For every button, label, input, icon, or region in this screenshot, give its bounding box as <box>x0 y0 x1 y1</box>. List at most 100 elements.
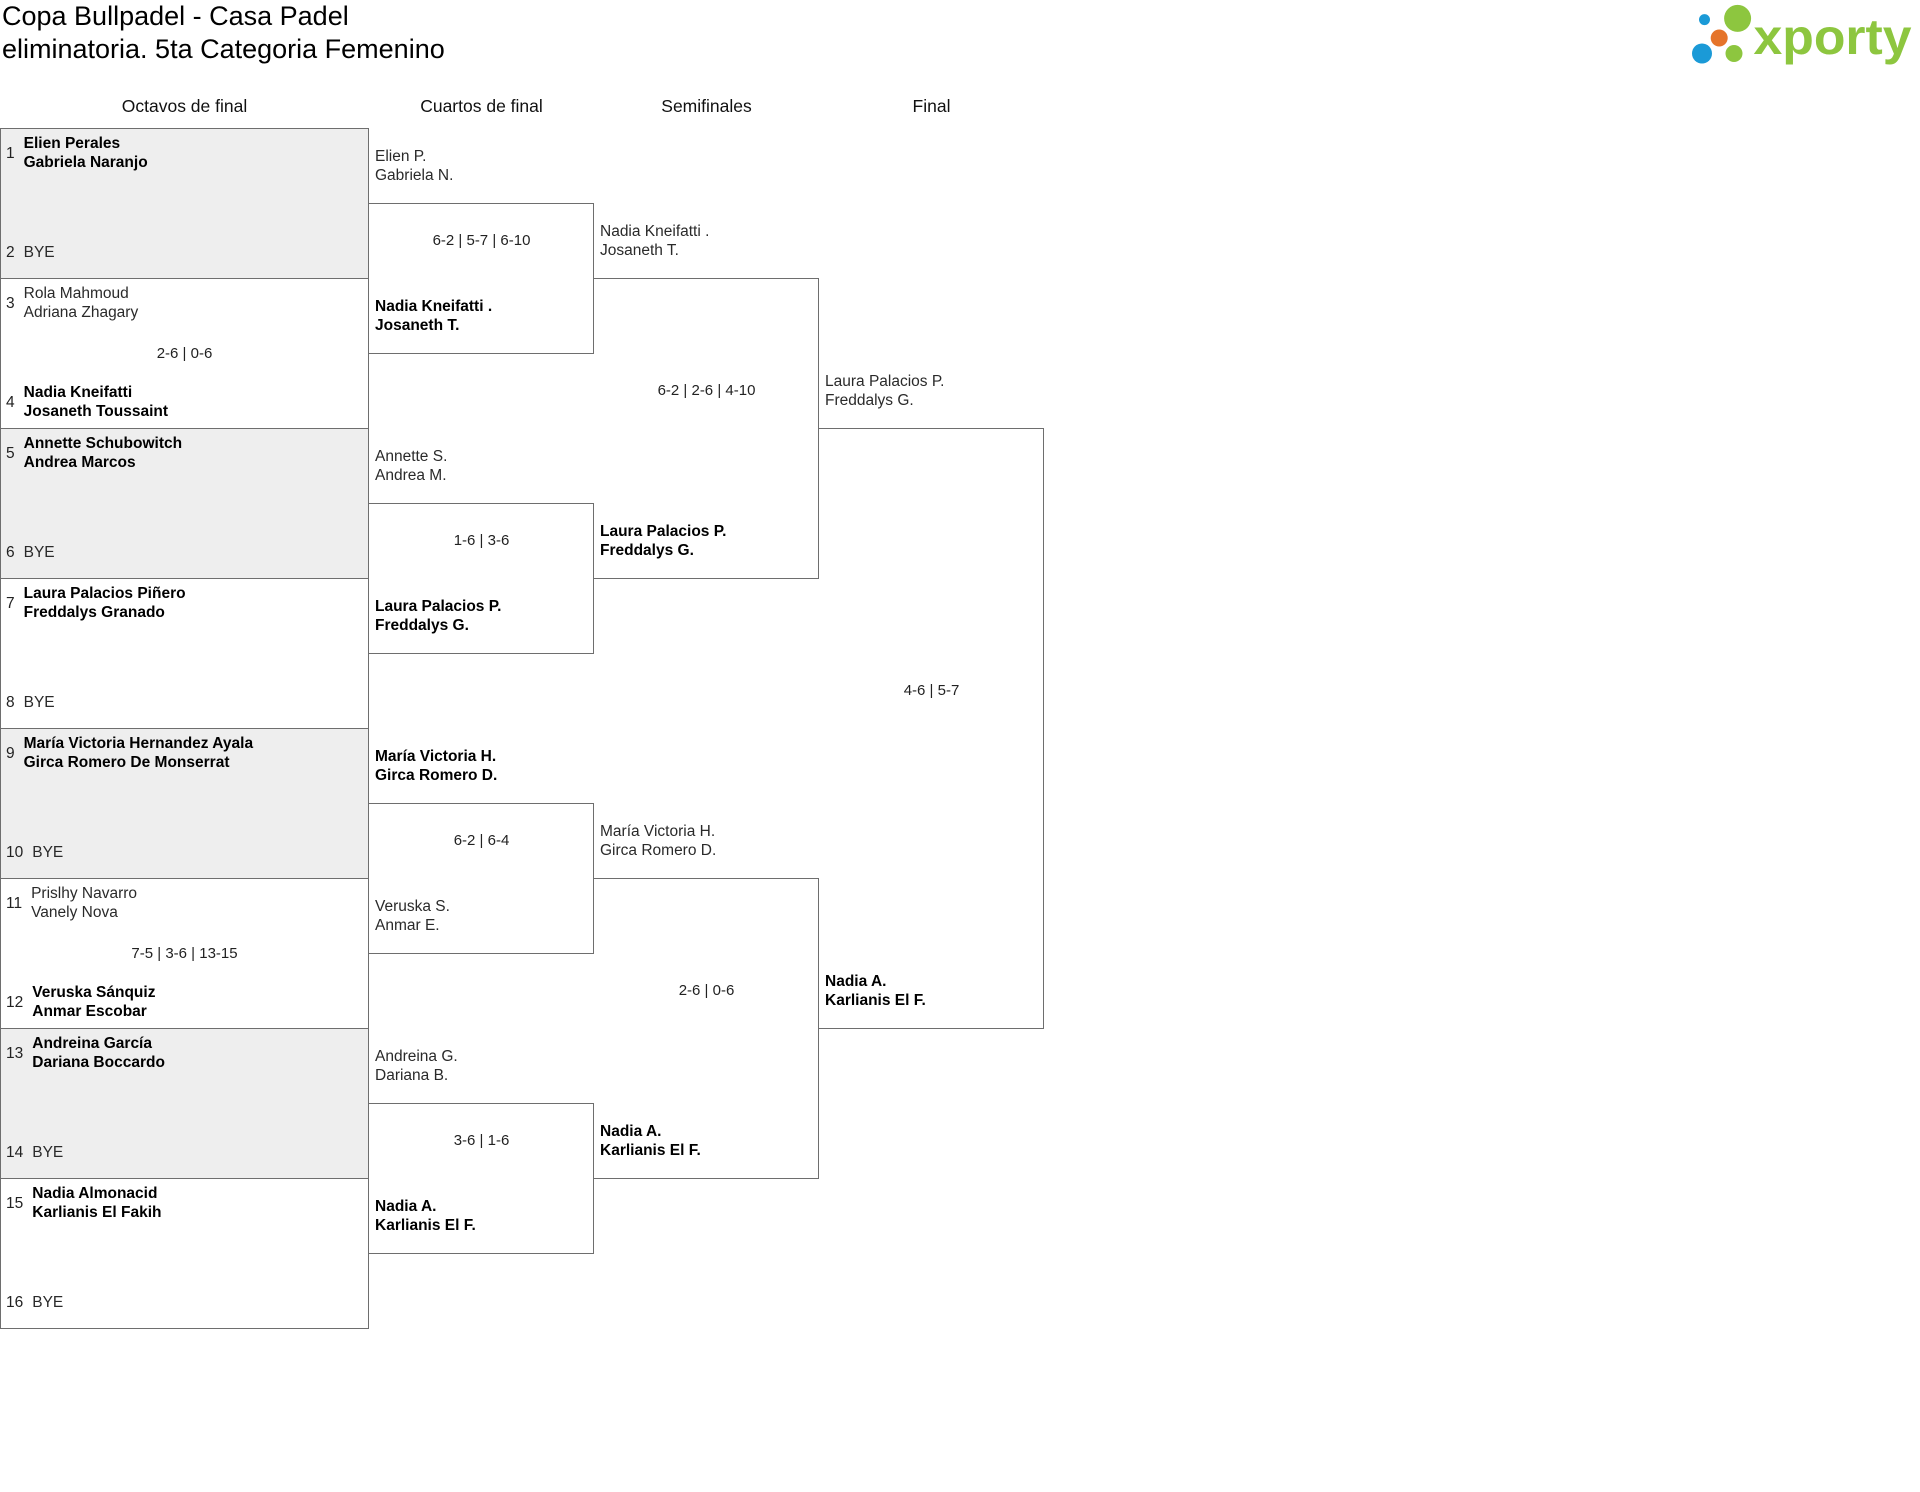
player-name: Karlianis El F. <box>375 1216 476 1234</box>
team-slot: Veruska S.Anmar E. <box>375 897 450 935</box>
match-box <box>0 878 369 1029</box>
match-box <box>819 428 1044 1029</box>
player-name: Freddalys G. <box>375 616 469 634</box>
round-header-semifinales: Semifinales <box>661 96 752 116</box>
match-score: 6-2 | 5-7 | 6-10 <box>432 232 531 249</box>
player-name: BYE <box>32 1143 64 1161</box>
team-slot: Andreina G.Dariana B. <box>375 1047 458 1085</box>
player-name: Josaneth T. <box>375 316 460 334</box>
team-names: BYE <box>32 1293 63 1312</box>
match-box <box>369 203 594 354</box>
team-names: BYE <box>24 243 55 262</box>
player-name: Dariana Boccardo <box>32 1054 165 1071</box>
logo-dot-icon <box>1710 29 1728 47</box>
seed-number: 3 <box>6 294 15 312</box>
team-slot: 6 BYE <box>6 533 55 571</box>
team-names: BYE <box>32 1143 63 1162</box>
match-box <box>369 1103 594 1254</box>
player-name: María Victoria H. <box>375 747 497 765</box>
player-name: Rola Mahmoud <box>23 285 129 302</box>
seed-number: 13 <box>6 1044 24 1062</box>
player-name: Laura Palacios Piñero <box>23 585 186 602</box>
round-header-final: Final <box>912 96 951 116</box>
player-name: Freddalys G. <box>825 391 914 409</box>
team-slot: Nadia A.Karlianis El F. <box>825 972 926 1010</box>
match-box <box>0 128 369 279</box>
player-name: María Victoria Hernandez Ayala <box>23 735 254 752</box>
seed-number: 2 <box>6 243 15 261</box>
team-slot: Elien P.Gabriela N. <box>375 147 453 185</box>
player-name: Andrea M. <box>375 466 447 484</box>
player-name: Girca Romero De Monserrat <box>23 754 230 771</box>
match-box <box>0 428 369 579</box>
player-name: Freddalys Granado <box>23 604 165 621</box>
team-slot: Laura Palacios P.Freddalys G. <box>375 597 501 635</box>
match-box <box>369 503 594 654</box>
player-name: Freddalys G. <box>600 541 694 559</box>
tournament-title: Copa Bullpadel - Casa Padel <box>2 1 349 31</box>
player-name: Annette S. <box>375 447 448 465</box>
seed-number: 15 <box>6 1194 24 1212</box>
match-score: 7-5 | 3-6 | 13-15 <box>131 944 238 962</box>
draw-subtitle: eliminatoria. 5ta Categoria Femenino <box>2 34 445 64</box>
match-score: 6-2 | 2-6 | 4-10 <box>657 382 756 399</box>
player-name: Gabriela Naranjo <box>23 154 148 171</box>
player-name: BYE <box>23 543 55 561</box>
player-name: Adriana Zhagary <box>23 304 139 321</box>
match-box <box>369 803 594 954</box>
seed-number: 1 <box>6 144 15 162</box>
match-score: 4-6 | 5-7 <box>903 682 960 699</box>
player-name: Annette Schubowitch <box>23 435 183 452</box>
player-name: Gabriela N. <box>375 166 454 184</box>
round-header-cuartos: Cuartos de final <box>420 96 543 116</box>
player-name: Karlianis El F. <box>825 991 926 1009</box>
seed-number: 6 <box>6 543 15 561</box>
player-name: Andreina García <box>32 1035 152 1052</box>
team-names: BYE <box>32 843 63 862</box>
match-box <box>0 578 369 729</box>
team-slot: Nadia A.Karlianis El F. <box>600 1122 701 1160</box>
match-score: 3-6 | 1-6 <box>453 1132 510 1149</box>
player-name: Girca Romero D. <box>375 766 498 784</box>
player-name: Josaneth T. <box>600 241 679 259</box>
player-name: Nadia Kneifatti . <box>600 222 710 240</box>
xporty-logo[interactable]: xporty <box>1688 2 1916 68</box>
seed-number: 8 <box>6 693 15 711</box>
team-slot: Annette S.Andrea M. <box>375 447 447 485</box>
match-score: 1-6 | 3-6 <box>453 532 510 549</box>
seed-number: 4 <box>6 393 15 411</box>
logo-wordmark: xporty <box>1754 9 1912 65</box>
round-header-octavos: Octavos de final <box>121 96 248 116</box>
player-name: Vanely Nova <box>31 904 118 921</box>
player-name: Andreina G. <box>375 1047 458 1065</box>
team-names: BYE <box>24 543 55 562</box>
player-name: Anmar Escobar <box>32 1003 147 1020</box>
logo-dot-icon <box>1699 14 1710 26</box>
match-score: 2-6 | 0-6 <box>678 982 735 999</box>
seed-number: 9 <box>6 744 15 762</box>
logo-dot-icon <box>1724 4 1752 32</box>
player-name: Nadia A. <box>825 972 887 990</box>
player-name: Nadia A. <box>600 1122 662 1140</box>
player-name: Elien P. <box>375 147 427 165</box>
player-name: Veruska S. <box>375 897 450 915</box>
team-slot: Nadia Kneifatti .Josaneth T. <box>375 297 492 335</box>
